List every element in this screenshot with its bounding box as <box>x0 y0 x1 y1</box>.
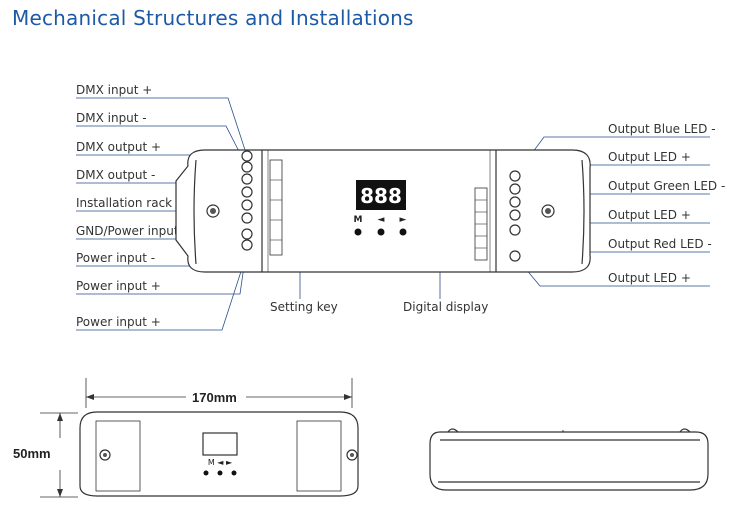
label-setting-key: Setting key <box>270 300 338 314</box>
label-output-red-led: Output Red LED - <box>608 237 712 251</box>
mode-button[interactable] <box>354 228 362 236</box>
label-output-led-plus-1: Output LED + <box>608 150 691 164</box>
label-output-led-plus-2: Output LED + <box>608 208 691 222</box>
front-view-button-2 <box>217 470 223 476</box>
left-arrow-mark: ◄ <box>378 215 385 225</box>
display-digits: 888 <box>360 184 402 208</box>
controller-side-view <box>429 428 709 491</box>
digital-display <box>356 180 406 210</box>
dimension-length: 170mm <box>192 390 237 405</box>
label-output-blue-led: Output Blue LED - <box>608 122 716 136</box>
label-output-green-led: Output Green LED - <box>608 179 726 193</box>
left-button[interactable] <box>377 228 385 236</box>
label-power-input-plus-2: Power input + <box>76 315 161 329</box>
mode-button-mark: M <box>354 215 363 225</box>
label-dmx-input-minus: DMX input - <box>76 111 147 125</box>
front-view-button-1 <box>203 470 209 476</box>
dimension-height: 50mm <box>13 446 51 461</box>
right-button[interactable] <box>399 228 407 236</box>
right-arrow-mark: ► <box>400 215 407 225</box>
label-dmx-output-minus: DMX output - <box>76 168 156 182</box>
label-dmx-input-plus: DMX input + <box>76 83 153 97</box>
front-view-button-marks: M ◄ ► <box>208 458 233 467</box>
label-installation-rack: Installation rack <box>76 196 173 210</box>
controller-front-view <box>79 411 359 497</box>
label-gnd-power-input: GND/Power input - <box>76 224 187 238</box>
label-digital-display: Digital display <box>403 300 489 314</box>
label-output-led-plus-3: Output LED + <box>608 271 691 285</box>
label-dmx-output-plus: DMX output + <box>76 140 162 154</box>
label-power-input-plus-1: Power input + <box>76 279 161 293</box>
controller-top-view <box>175 149 591 273</box>
label-power-input-minus: Power input - <box>76 251 156 265</box>
page-title: Mechanical Structures and Installations <box>12 6 414 30</box>
front-view-button-3 <box>231 470 237 476</box>
